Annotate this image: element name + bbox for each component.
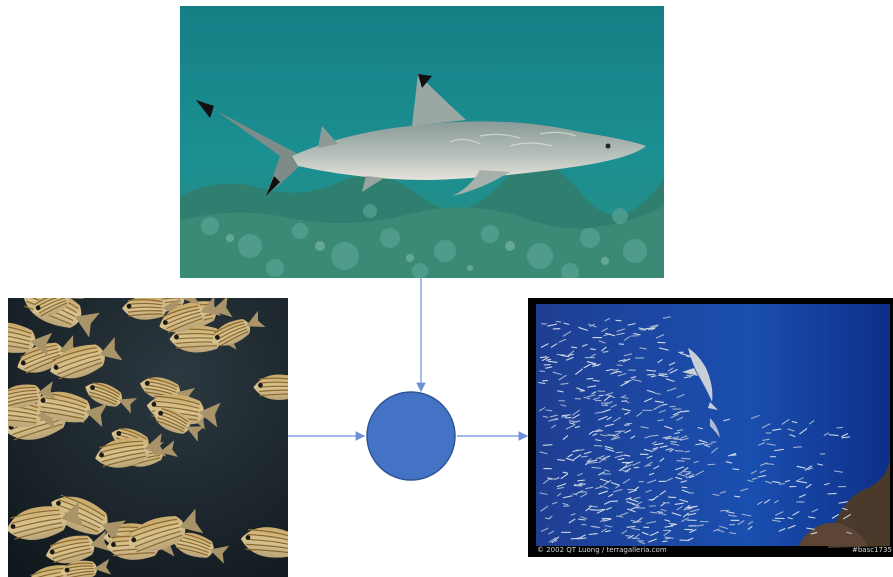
center-node <box>367 392 455 480</box>
